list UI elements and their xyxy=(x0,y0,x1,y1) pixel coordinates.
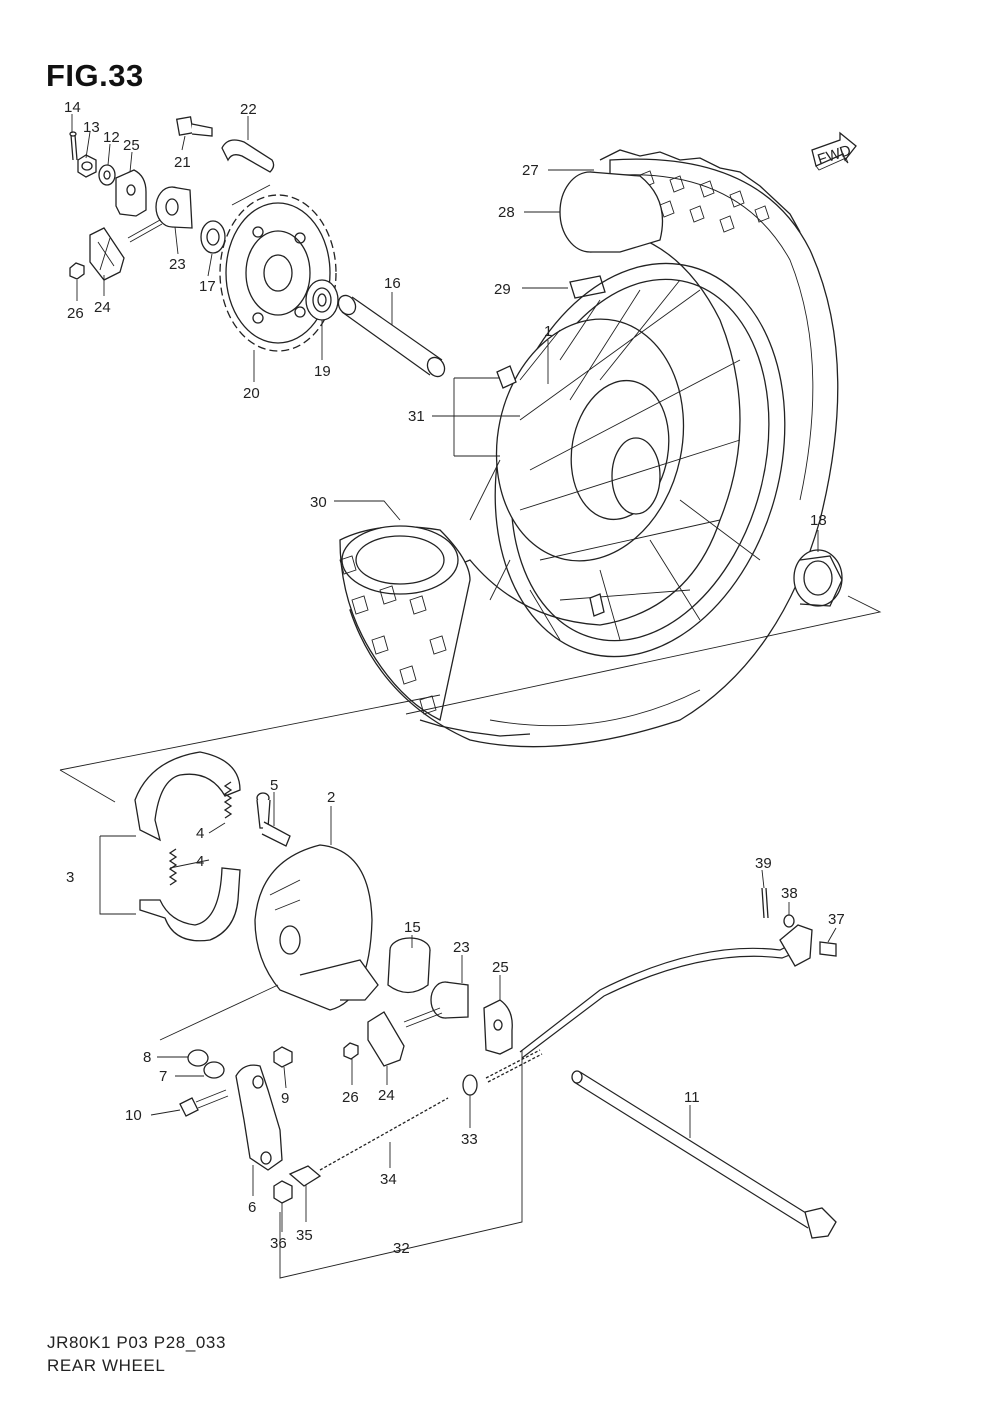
nut-36 xyxy=(273,1180,293,1204)
callout-36: 36 xyxy=(270,1235,287,1252)
callout-25a: 25 xyxy=(123,137,140,154)
adjuster-plate-25a xyxy=(115,169,147,217)
callout-19: 19 xyxy=(314,363,331,380)
callout-12: 12 xyxy=(103,129,120,146)
forward-arrow-icon: FWD xyxy=(811,131,857,171)
tire-30 xyxy=(339,525,471,721)
callout-15: 15 xyxy=(404,919,421,936)
spokes xyxy=(469,279,761,641)
callout-17: 17 xyxy=(199,278,216,295)
lock-washer-22 xyxy=(221,139,275,173)
callout-11: 11 xyxy=(684,1089,700,1106)
callout-24a: 24 xyxy=(94,299,111,316)
spring-4a xyxy=(223,781,233,819)
callout-20: 20 xyxy=(243,385,260,402)
callout-6: 6 xyxy=(248,1199,256,1216)
callout-9: 9 xyxy=(281,1090,289,1107)
callout-32: 32 xyxy=(393,1240,410,1257)
figure-code: JR80K1 P03 P28_033 xyxy=(47,1333,227,1352)
nut-9 xyxy=(273,1046,293,1068)
callout-33: 33 xyxy=(461,1131,478,1148)
callout-2: 2 xyxy=(327,789,335,806)
callout-24b: 24 xyxy=(378,1087,395,1104)
callout-25b: 25 xyxy=(492,959,509,976)
washer-12 xyxy=(98,164,116,186)
flap-29 xyxy=(569,275,606,299)
bolt-10 xyxy=(179,1089,229,1117)
chain-adjuster-24b xyxy=(367,1011,405,1067)
spacer-tube-16 xyxy=(337,294,446,378)
brake-arm-6 xyxy=(235,1064,283,1171)
callout-29: 29 xyxy=(494,281,511,298)
bearing-19 xyxy=(305,279,339,321)
callout-16: 16 xyxy=(384,275,401,292)
nut-13 xyxy=(77,154,97,178)
wheel-hub-1 xyxy=(495,318,685,562)
callout-23b: 23 xyxy=(453,939,470,956)
callout-21: 21 xyxy=(174,154,191,171)
callout-4a: 4 xyxy=(196,825,204,842)
fwd-label: FWD xyxy=(815,142,853,169)
adjuster-plate-25b xyxy=(483,999,513,1055)
washer-7 xyxy=(203,1061,225,1079)
sprocket-20 xyxy=(219,194,337,352)
callout-26b: 26 xyxy=(342,1089,359,1106)
brake-shoes-3 xyxy=(134,751,241,942)
callout-1: 1 xyxy=(544,323,552,340)
callout-7: 7 xyxy=(159,1068,167,1085)
washer-33 xyxy=(462,1074,478,1096)
pin-39 xyxy=(761,887,769,919)
pin-35 xyxy=(288,1165,322,1187)
valve-31 xyxy=(496,365,605,617)
callout-30: 30 xyxy=(310,494,327,511)
figure-title: FIG.33 xyxy=(46,58,144,93)
clevis xyxy=(779,924,813,967)
callout-10: 10 xyxy=(125,1107,142,1124)
figure-name: REAR WHEEL xyxy=(47,1356,166,1375)
rear-tire xyxy=(349,149,839,748)
callout-labels: 14 13 12 25 21 22 23 17 24 26 20 19 16 2… xyxy=(64,99,845,1257)
callout-18: 18 xyxy=(810,512,827,529)
spring-34 xyxy=(319,1097,449,1171)
nut-26b xyxy=(343,1042,359,1060)
callout-39: 39 xyxy=(755,855,772,872)
bolt-37 xyxy=(819,941,837,957)
brake-cam-5 xyxy=(256,792,291,847)
callout-5: 5 xyxy=(270,777,278,794)
cotter-pin-14 xyxy=(69,131,78,161)
spacer-15 xyxy=(387,937,431,994)
rim-band-28 xyxy=(559,171,664,253)
bearing-18 xyxy=(793,549,843,607)
bolt-21 xyxy=(175,116,213,137)
callout-14: 14 xyxy=(64,99,81,116)
washer-38 xyxy=(783,914,795,928)
callout-3: 3 xyxy=(66,869,74,886)
brake-panel-2 xyxy=(254,844,379,1011)
spacer-23b xyxy=(430,981,469,1019)
bearing-17 xyxy=(200,220,226,254)
callout-27: 27 xyxy=(522,162,539,179)
callout-28: 28 xyxy=(498,204,515,221)
callout-38: 38 xyxy=(781,885,798,902)
chain-adjuster-24a xyxy=(89,227,125,281)
callout-31: 31 xyxy=(408,408,425,425)
callout-37: 37 xyxy=(828,911,845,928)
brake-rod-32 xyxy=(485,1049,543,1083)
washer-8 xyxy=(187,1049,209,1067)
nut-26a xyxy=(69,262,85,280)
spacer-23a xyxy=(155,186,193,229)
callout-13: 13 xyxy=(83,119,100,136)
callout-26a: 26 xyxy=(67,305,84,322)
callout-4b: 4 xyxy=(196,853,204,870)
callout-23a: 23 xyxy=(169,256,186,273)
callout-22: 22 xyxy=(240,101,257,118)
callout-34: 34 xyxy=(380,1171,397,1188)
axle-11 xyxy=(571,1070,837,1239)
callout-leaders xyxy=(71,114,837,1232)
callout-35: 35 xyxy=(296,1227,313,1244)
adjuster-bolt xyxy=(127,219,163,243)
callout-8: 8 xyxy=(143,1049,151,1066)
